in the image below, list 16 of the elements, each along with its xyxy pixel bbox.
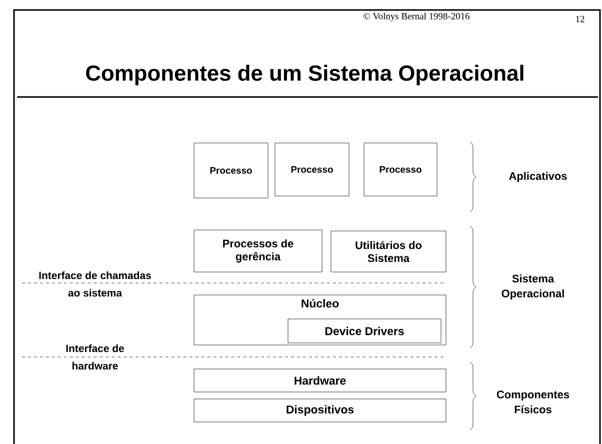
layer-box: Processo [364,142,438,196]
footer-text: © Volnys Bernal 1998-2016 [364,12,470,22]
layer-box: Processo [274,142,350,196]
layer-box: Device Drivers [288,318,442,344]
layer-box: Utilitários do Sistema [330,230,446,272]
group-label: Sistema Operacional [502,274,564,300]
footer-text: 12 [576,16,584,22]
layer-box: Processo [194,142,268,198]
layer-box: Hardware [194,368,446,392]
group-label: Componentes Físicos [496,390,570,414]
interface-label: Interface de chamadas ao sistema [39,271,151,297]
group-label: Aplicativos [509,172,567,182]
layer-box: Processos de gerência [194,230,322,272]
layer-box: Dispositivos [194,398,446,422]
slide-title: Componentes de um Sistema Operacional [86,64,524,86]
interface-label: Interface de hardware [66,344,124,370]
